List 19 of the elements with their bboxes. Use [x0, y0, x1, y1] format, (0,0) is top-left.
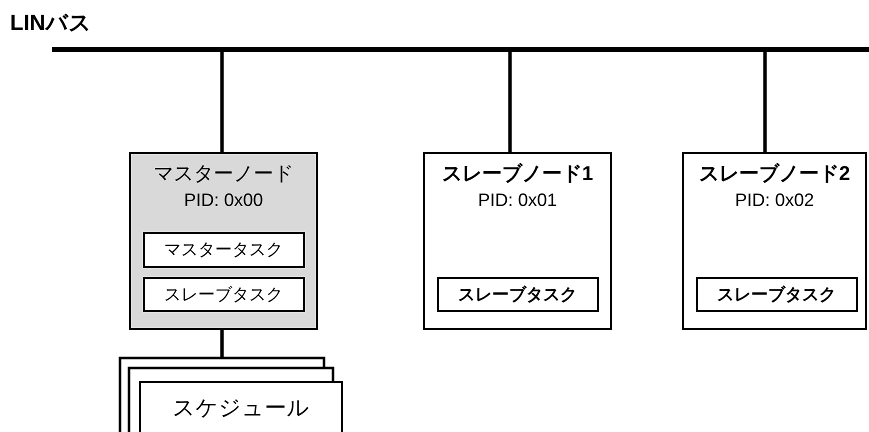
pid-label: PID: 0x02 — [734, 190, 816, 211]
connector-line — [220, 330, 224, 358]
bus-label: LINバス — [10, 9, 92, 37]
node-title: スレーブノード2 — [698, 162, 852, 187]
node-box — [682, 152, 867, 330]
task-box: スレーブタスク — [696, 276, 858, 312]
connector-line — [763, 52, 767, 152]
node-title: スレーブノード1 — [440, 162, 594, 187]
node-title: マスターノード — [152, 162, 294, 187]
pid-label: PID: 0x00 — [182, 190, 264, 211]
task-box: スレーブタスク — [436, 276, 598, 312]
schedule-sheet: スケジュール — [139, 381, 343, 432]
pid-label: PID: 0x01 — [476, 190, 558, 211]
node-box — [129, 152, 318, 330]
task-box: スレーブタスク — [142, 276, 304, 312]
connector-line — [220, 52, 224, 152]
task-box: マスタータスク — [142, 232, 304, 268]
connector-line — [508, 52, 512, 152]
node-box — [423, 152, 612, 330]
